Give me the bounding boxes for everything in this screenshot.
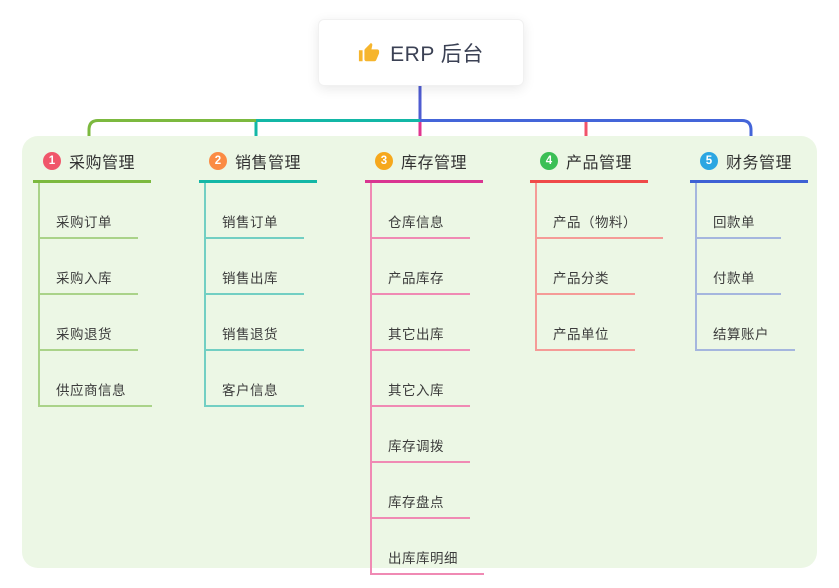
child-node[interactable]: 其它出库 <box>372 295 470 351</box>
branch-label: 采购管理 <box>69 155 136 172</box>
thumbs-up-icon <box>358 42 380 64</box>
child-node[interactable]: 产品（物料） <box>537 183 663 239</box>
child-node[interactable]: 销售出库 <box>206 239 304 295</box>
branch-label: 销售管理 <box>235 155 302 172</box>
root-node-erp[interactable]: ERP 后台 <box>318 19 524 86</box>
branch-4: 4 产品管理产品（物料）产品分类产品单位 <box>530 147 663 351</box>
branch-number-badge: 3 <box>375 152 393 170</box>
branch-children: 产品（物料）产品分类产品单位 <box>535 183 663 351</box>
branch-5: 5 财务管理回款单付款单结算账户 <box>690 147 809 351</box>
child-node[interactable]: 结算账户 <box>697 295 795 351</box>
branch-children: 回款单付款单结算账户 <box>695 183 795 351</box>
branch-children: 仓库信息产品库存其它出库其它入库库存调拨库存盘点出库库明细 <box>370 183 484 575</box>
child-node[interactable]: 库存调拨 <box>372 407 470 463</box>
branch-node[interactable]: 1 采购管理 <box>33 147 152 183</box>
branch-1: 1 采购管理采购订单采购入库采购退货供应商信息 <box>33 147 152 407</box>
branch-node[interactable]: 3 库存管理 <box>365 147 484 183</box>
child-node[interactable]: 付款单 <box>697 239 781 295</box>
branches-panel: 1 采购管理采购订单采购入库采购退货供应商信息 2 销售管理销售订单销售出库销售退货客… <box>22 136 817 575</box>
child-node[interactable]: 供应商信息 <box>40 351 152 407</box>
child-node[interactable]: 采购入库 <box>40 239 138 295</box>
child-node[interactable]: 产品分类 <box>537 239 635 295</box>
branch-label: 财务管理 <box>726 155 793 172</box>
child-node[interactable]: 销售订单 <box>206 183 304 239</box>
branch-node[interactable]: 2 销售管理 <box>199 147 318 183</box>
child-node[interactable]: 出库库明细 <box>372 519 484 575</box>
branch-children: 采购订单采购入库采购退货供应商信息 <box>38 183 152 407</box>
branch-node[interactable]: 4 产品管理 <box>530 147 649 183</box>
branch-node[interactable]: 5 财务管理 <box>690 147 809 183</box>
child-node[interactable]: 产品单位 <box>537 295 635 351</box>
branch-3: 3 库存管理仓库信息产品库存其它出库其它入库库存调拨库存盘点出库库明细 <box>365 147 484 575</box>
branch-number-badge: 2 <box>209 152 227 170</box>
branch-label: 库存管理 <box>401 155 468 172</box>
branch-children: 销售订单销售出库销售退货客户信息 <box>204 183 304 407</box>
child-node[interactable]: 仓库信息 <box>372 183 470 239</box>
child-node[interactable]: 回款单 <box>697 183 781 239</box>
child-node[interactable]: 产品库存 <box>372 239 470 295</box>
child-node[interactable]: 其它入库 <box>372 351 470 407</box>
branch-number-badge: 1 <box>43 152 61 170</box>
child-node[interactable]: 客户信息 <box>206 351 304 407</box>
child-node[interactable]: 采购订单 <box>40 183 138 239</box>
branch-label: 产品管理 <box>566 155 633 172</box>
child-node[interactable]: 销售退货 <box>206 295 304 351</box>
root-node-label: ERP 后台 <box>390 42 484 66</box>
child-node[interactable]: 库存盘点 <box>372 463 470 519</box>
branch-number-badge: 5 <box>700 152 718 170</box>
child-node[interactable]: 采购退货 <box>40 295 138 351</box>
branch-number-badge: 4 <box>540 152 558 170</box>
branch-2: 2 销售管理销售订单销售出库销售退货客户信息 <box>199 147 318 407</box>
